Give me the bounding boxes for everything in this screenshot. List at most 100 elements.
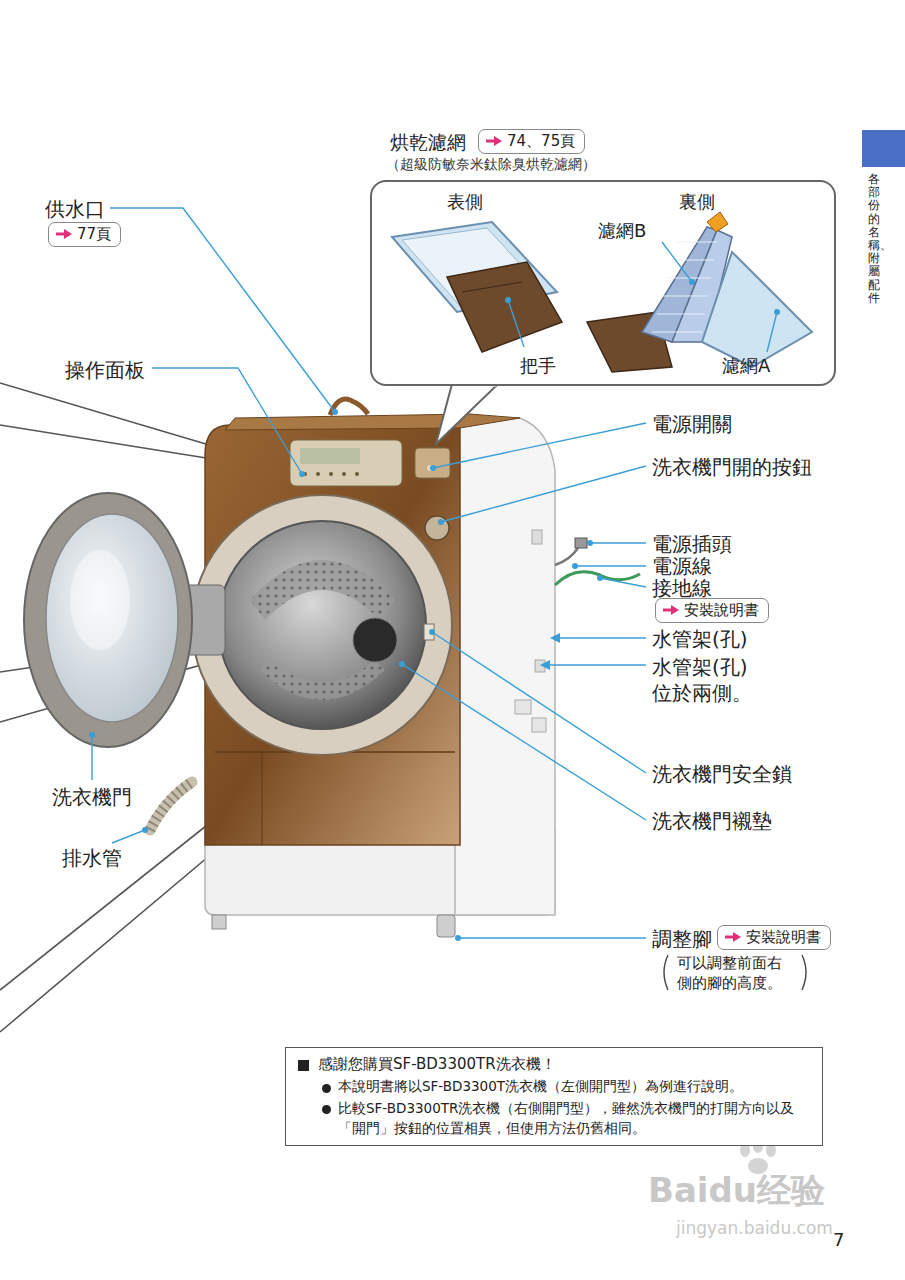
drawing-path <box>150 782 192 830</box>
panel-heading: 烘乾濾網 <box>390 130 466 155</box>
part-label: 操作面板 <box>65 357 145 383</box>
drawing-line <box>402 664 646 820</box>
note-text: 可以調整前面右 側的腳的高度。 <box>677 953 795 994</box>
drawing-path <box>802 955 806 990</box>
drawing-line <box>590 542 646 543</box>
drawing-rect <box>437 915 455 937</box>
drawing-line <box>262 752 263 845</box>
callout-panel: 烘乾濾網（超級防敏奈米鈦除臭烘乾濾網）表側裏側濾網B把手濾網A <box>370 180 836 386</box>
drawing-circle <box>399 661 405 667</box>
drawing-line <box>0 830 240 1032</box>
drawing-rect <box>212 915 226 929</box>
drawing-line <box>91 735 92 780</box>
drawing-circle <box>572 563 578 569</box>
drawing-line <box>0 810 226 990</box>
pink-arrow <box>55 228 73 240</box>
page-ref-tag: 安裝說明書 <box>717 925 831 950</box>
drawing-line <box>112 830 145 843</box>
part-label: 接地線 <box>652 575 712 601</box>
drawing-circle <box>142 827 148 833</box>
pink-arrow <box>485 135 503 147</box>
part-label: 洗衣機門開的按鈕 <box>652 454 812 480</box>
square-bullet <box>298 1060 309 1071</box>
drawing-circle <box>332 409 338 415</box>
drawing-polyline <box>152 368 302 474</box>
drawing-rect <box>415 448 450 478</box>
drawing-path <box>250 560 395 620</box>
drawing-circle <box>316 472 320 476</box>
section-tab: 各部份的名稱、附屬配件 <box>868 173 880 305</box>
part-label: 濾網B <box>598 219 646 242</box>
part-label: 濾網A <box>722 354 770 377</box>
drawing-circle <box>89 732 95 738</box>
drawing-path <box>225 414 520 430</box>
drawing-path <box>205 425 460 845</box>
panel-heading: （超級防敏奈米鈦除臭烘乾濾網） <box>386 155 596 173</box>
page-ref: 77頁 <box>77 225 111 243</box>
part-label: 洗衣機門安全鎖 <box>652 761 792 787</box>
page-ref-tag: 74、75頁 <box>478 129 585 154</box>
drawing-circle <box>329 472 333 476</box>
part-label: 把手 <box>520 354 556 377</box>
drawing-circle <box>192 495 452 755</box>
drawing-circle <box>587 540 593 546</box>
part-label: 調整腳 <box>652 926 712 952</box>
part-label: 電源線 <box>652 553 712 579</box>
drawing-rect <box>424 624 434 640</box>
page-ref-tag: 77頁 <box>48 222 121 247</box>
part-label: 表側 <box>447 190 483 213</box>
drawing-line <box>558 637 646 638</box>
drawing-rect <box>300 448 360 464</box>
drawing-circle <box>438 519 444 525</box>
part-label: 洗衣機門襯墊 <box>652 808 772 834</box>
page-ref-tag: 安裝說明書 <box>655 598 769 623</box>
drawing-rect <box>290 440 402 486</box>
drawing-path <box>260 660 385 700</box>
filter-illustration <box>372 182 834 384</box>
round-bullet <box>322 1084 331 1093</box>
part-label: 裏側 <box>679 190 715 213</box>
part-label: 水管架(孔) 位於兩側。 <box>652 654 772 706</box>
note-text: 本說明書將以SF-BD3300T洗衣機（左側開門型）為例進行說明。 <box>338 1078 743 1096</box>
drawing-path <box>330 399 368 415</box>
part-label: 洗衣機門 <box>52 784 132 810</box>
note-box: 感謝您購買SF-BD3300TR洗衣機！ 本說明書將以SF-BD3300T洗衣機（… <box>285 1047 823 1146</box>
round-bullet <box>322 1105 331 1114</box>
page-number: 7 <box>833 1228 844 1251</box>
drawing-path <box>664 955 668 990</box>
part-label: 電源開關 <box>652 411 732 437</box>
drawing-ellipse <box>46 514 178 722</box>
drawing-rect <box>532 718 546 732</box>
drawing-circle <box>597 575 603 581</box>
drawing-line <box>433 423 646 468</box>
watermark: Baidu经验 <box>648 1168 825 1212</box>
pink-arrow <box>662 604 680 616</box>
drawing-path <box>455 418 555 915</box>
drawing-circle <box>355 472 359 476</box>
drawing-line <box>575 565 646 566</box>
watermark: jingyan.baidu.com <box>676 1217 833 1239</box>
drawing-line <box>441 466 646 522</box>
drawing-line <box>548 664 646 665</box>
drawing-ellipse <box>70 550 130 650</box>
drawing-circle <box>425 516 449 540</box>
part-label: 供水口 <box>45 196 105 222</box>
part-label: 電源插頭 <box>652 531 732 557</box>
drawing-circle <box>430 465 436 471</box>
drawing-circle <box>429 629 435 635</box>
drawing-circle <box>342 472 346 476</box>
drawing-g <box>303 472 359 476</box>
drawing-rect <box>515 700 531 714</box>
drawing-circle <box>299 471 305 477</box>
drawing-polygon <box>540 660 550 670</box>
drawing-line <box>458 937 646 938</box>
page-ref: 74、75頁 <box>507 132 575 150</box>
drawing-circle <box>218 521 426 729</box>
drawing-circle <box>353 618 397 662</box>
page-ref: 安裝說明書 <box>746 928 821 946</box>
drawing-path <box>555 548 578 565</box>
part-label: 排水管 <box>62 845 122 871</box>
note-text: 感謝您購買SF-BD3300TR洗衣機！ <box>318 1055 556 1075</box>
pink-arrow <box>724 931 742 943</box>
